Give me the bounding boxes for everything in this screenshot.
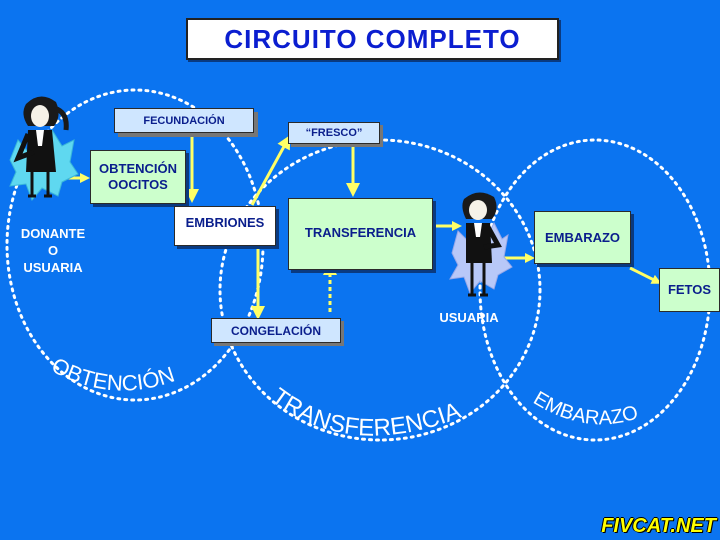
woman-usuaria-icon: [449, 192, 513, 297]
arrow-embriones-fresco: [250, 134, 291, 206]
box-congelacion: CONGELACIÓN: [211, 318, 341, 343]
label-usuaria: USUARIA: [439, 310, 499, 325]
box-fresco: “FRESCO”: [288, 122, 380, 144]
arrow-embarazo-fetos: [629, 266, 662, 284]
box-embarazo: EMBARAZO: [534, 211, 631, 264]
label-donante-line1: DONANTE: [20, 226, 86, 241]
arrows: [62, 133, 662, 320]
page-title: CIRCUITO COMPLETO: [186, 18, 559, 60]
ring-label-obtencion: OBTENCIÓN: [48, 352, 178, 395]
fivcat-logo: FIVCAT.NET: [601, 515, 716, 537]
label-donante-line2: O: [47, 243, 59, 258]
box-fetos: FETOS: [659, 268, 720, 312]
woman-donante-icon: [9, 96, 79, 201]
box-obtencion-oocitos: OBTENCIÓN OOCITOS: [90, 150, 186, 204]
box-embriones: EMBRIONES: [174, 206, 276, 246]
ring-transferencia: [218, 138, 542, 442]
ring-label-embarazo: EMBARAZO: [530, 387, 641, 429]
label-donante: DONANTE O USUARIA: [6, 225, 100, 276]
label-donante-line3: USUARIA: [23, 260, 83, 275]
box-obtencion-oocitos-line1: OBTENCIÓN: [99, 161, 177, 176]
ring-label-transferencia: TRANSFERENCIA: [266, 383, 464, 442]
box-fecundacion: FECUNDACIÓN: [114, 108, 254, 133]
box-transferencia: TRANSFERENCIA: [288, 198, 433, 270]
box-obtencion-oocitos-line2: OOCITOS: [108, 177, 168, 192]
